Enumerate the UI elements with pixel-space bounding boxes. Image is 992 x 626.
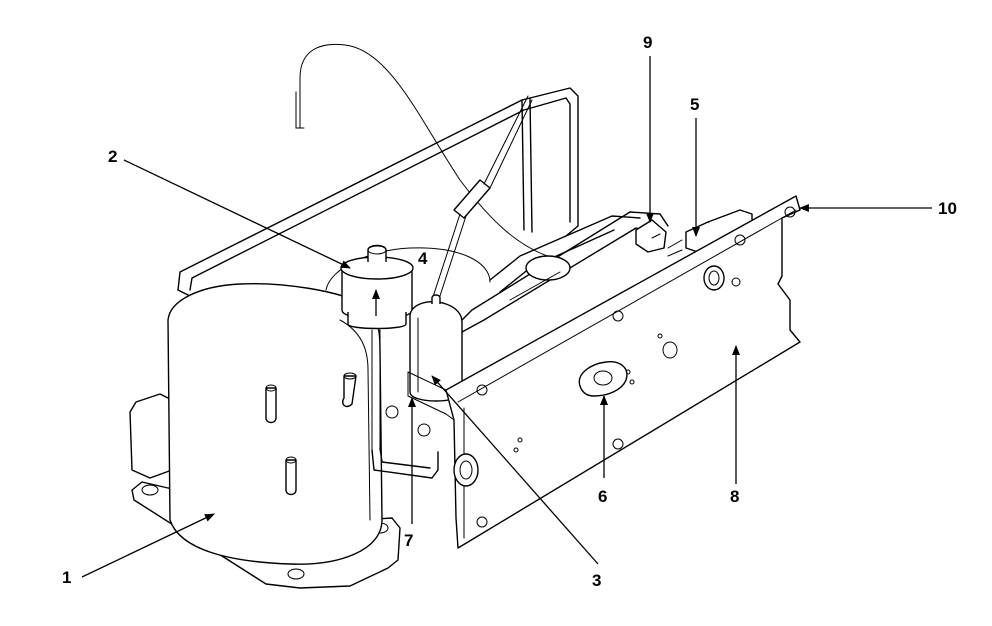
- suction-lines: [371, 405, 439, 479]
- callout-10: 10: [938, 199, 957, 218]
- mounting-panel: [407, 195, 801, 549]
- callout-1: 1: [62, 568, 71, 587]
- callout-6: 6: [598, 487, 607, 506]
- callout-3: 3: [592, 571, 601, 590]
- capillary-tube: [295, 43, 561, 261]
- filter-drier: [431, 95, 533, 303]
- receiver-tank: [409, 294, 463, 402]
- leader-2: [123, 159, 351, 269]
- callout-9: 9: [643, 33, 652, 52]
- leader-1: [81, 513, 215, 578]
- callout-8: 8: [730, 487, 739, 506]
- callout-7: 7: [404, 531, 413, 550]
- condenser-frame: [177, 87, 579, 297]
- leader-lines: [81, 56, 932, 578]
- callout-4: 4: [418, 249, 428, 268]
- callout-5: 5: [690, 95, 699, 114]
- callout-2: 2: [108, 147, 117, 166]
- callout-labels: 1 2 3 4 5 6 7 8 9 10: [62, 33, 957, 590]
- compressor: [129, 247, 491, 589]
- leader-3: [431, 375, 599, 565]
- flare-fitting: [635, 219, 667, 253]
